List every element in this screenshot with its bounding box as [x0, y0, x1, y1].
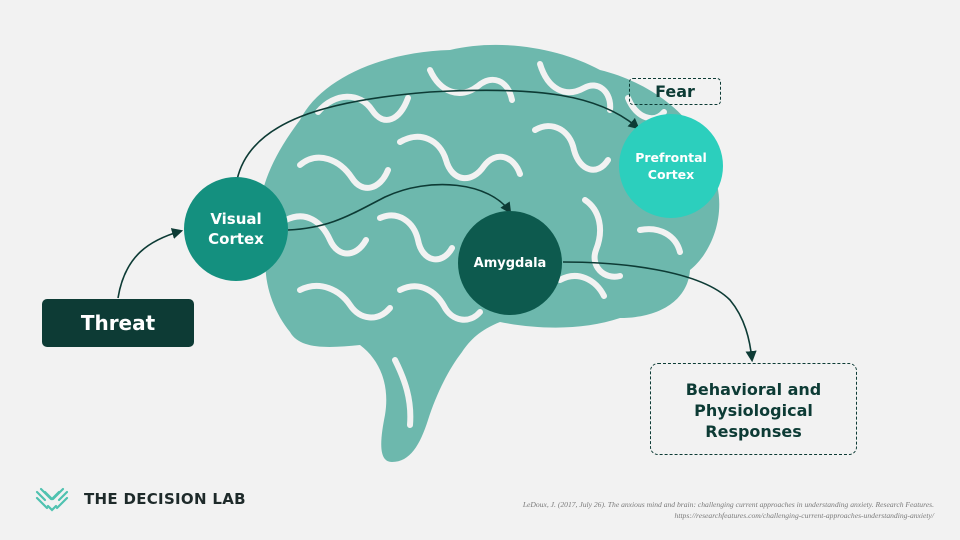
fear-label: Fear: [655, 82, 695, 101]
brand-name: THE DECISION LAB: [84, 490, 246, 508]
prefrontal-cortex-label: Prefrontal Cortex: [635, 150, 707, 182]
amygdala-label: Amygdala: [473, 255, 547, 271]
threat-label: Threat: [80, 311, 156, 335]
fear-box: Fear: [629, 78, 721, 105]
prefrontal-cortex-node: [619, 114, 723, 218]
citation-line-1: LeDoux, J. (2017, July 26). The anxious …: [522, 500, 934, 509]
arrow-amygdala-to-responses: [562, 261, 757, 363]
decision-lab-logo-icon: [35, 487, 69, 512]
threat-box: Threat: [42, 299, 194, 347]
citation: LeDoux, J. (2017, July 26). The anxious …: [523, 499, 934, 521]
visual-cortex-node: [184, 177, 288, 281]
responses-label: Behavioral and Physiological Responses: [685, 380, 822, 441]
arrow-threat-to-visual: [117, 228, 184, 299]
arrow-visual-to-prefrontal: [236, 89, 640, 181]
citation-url: https://researchfeatures.com/challenging…: [674, 511, 934, 520]
connector-arrows: [117, 89, 757, 363]
arrow-visual-to-amygdala: [287, 183, 512, 231]
brand-logo: THE DECISION LAB: [34, 486, 246, 512]
responses-box: Behavioral and Physiological Responses: [650, 363, 857, 455]
amygdala-node: [458, 211, 562, 315]
visual-cortex-label: Visual Cortex: [208, 210, 264, 248]
